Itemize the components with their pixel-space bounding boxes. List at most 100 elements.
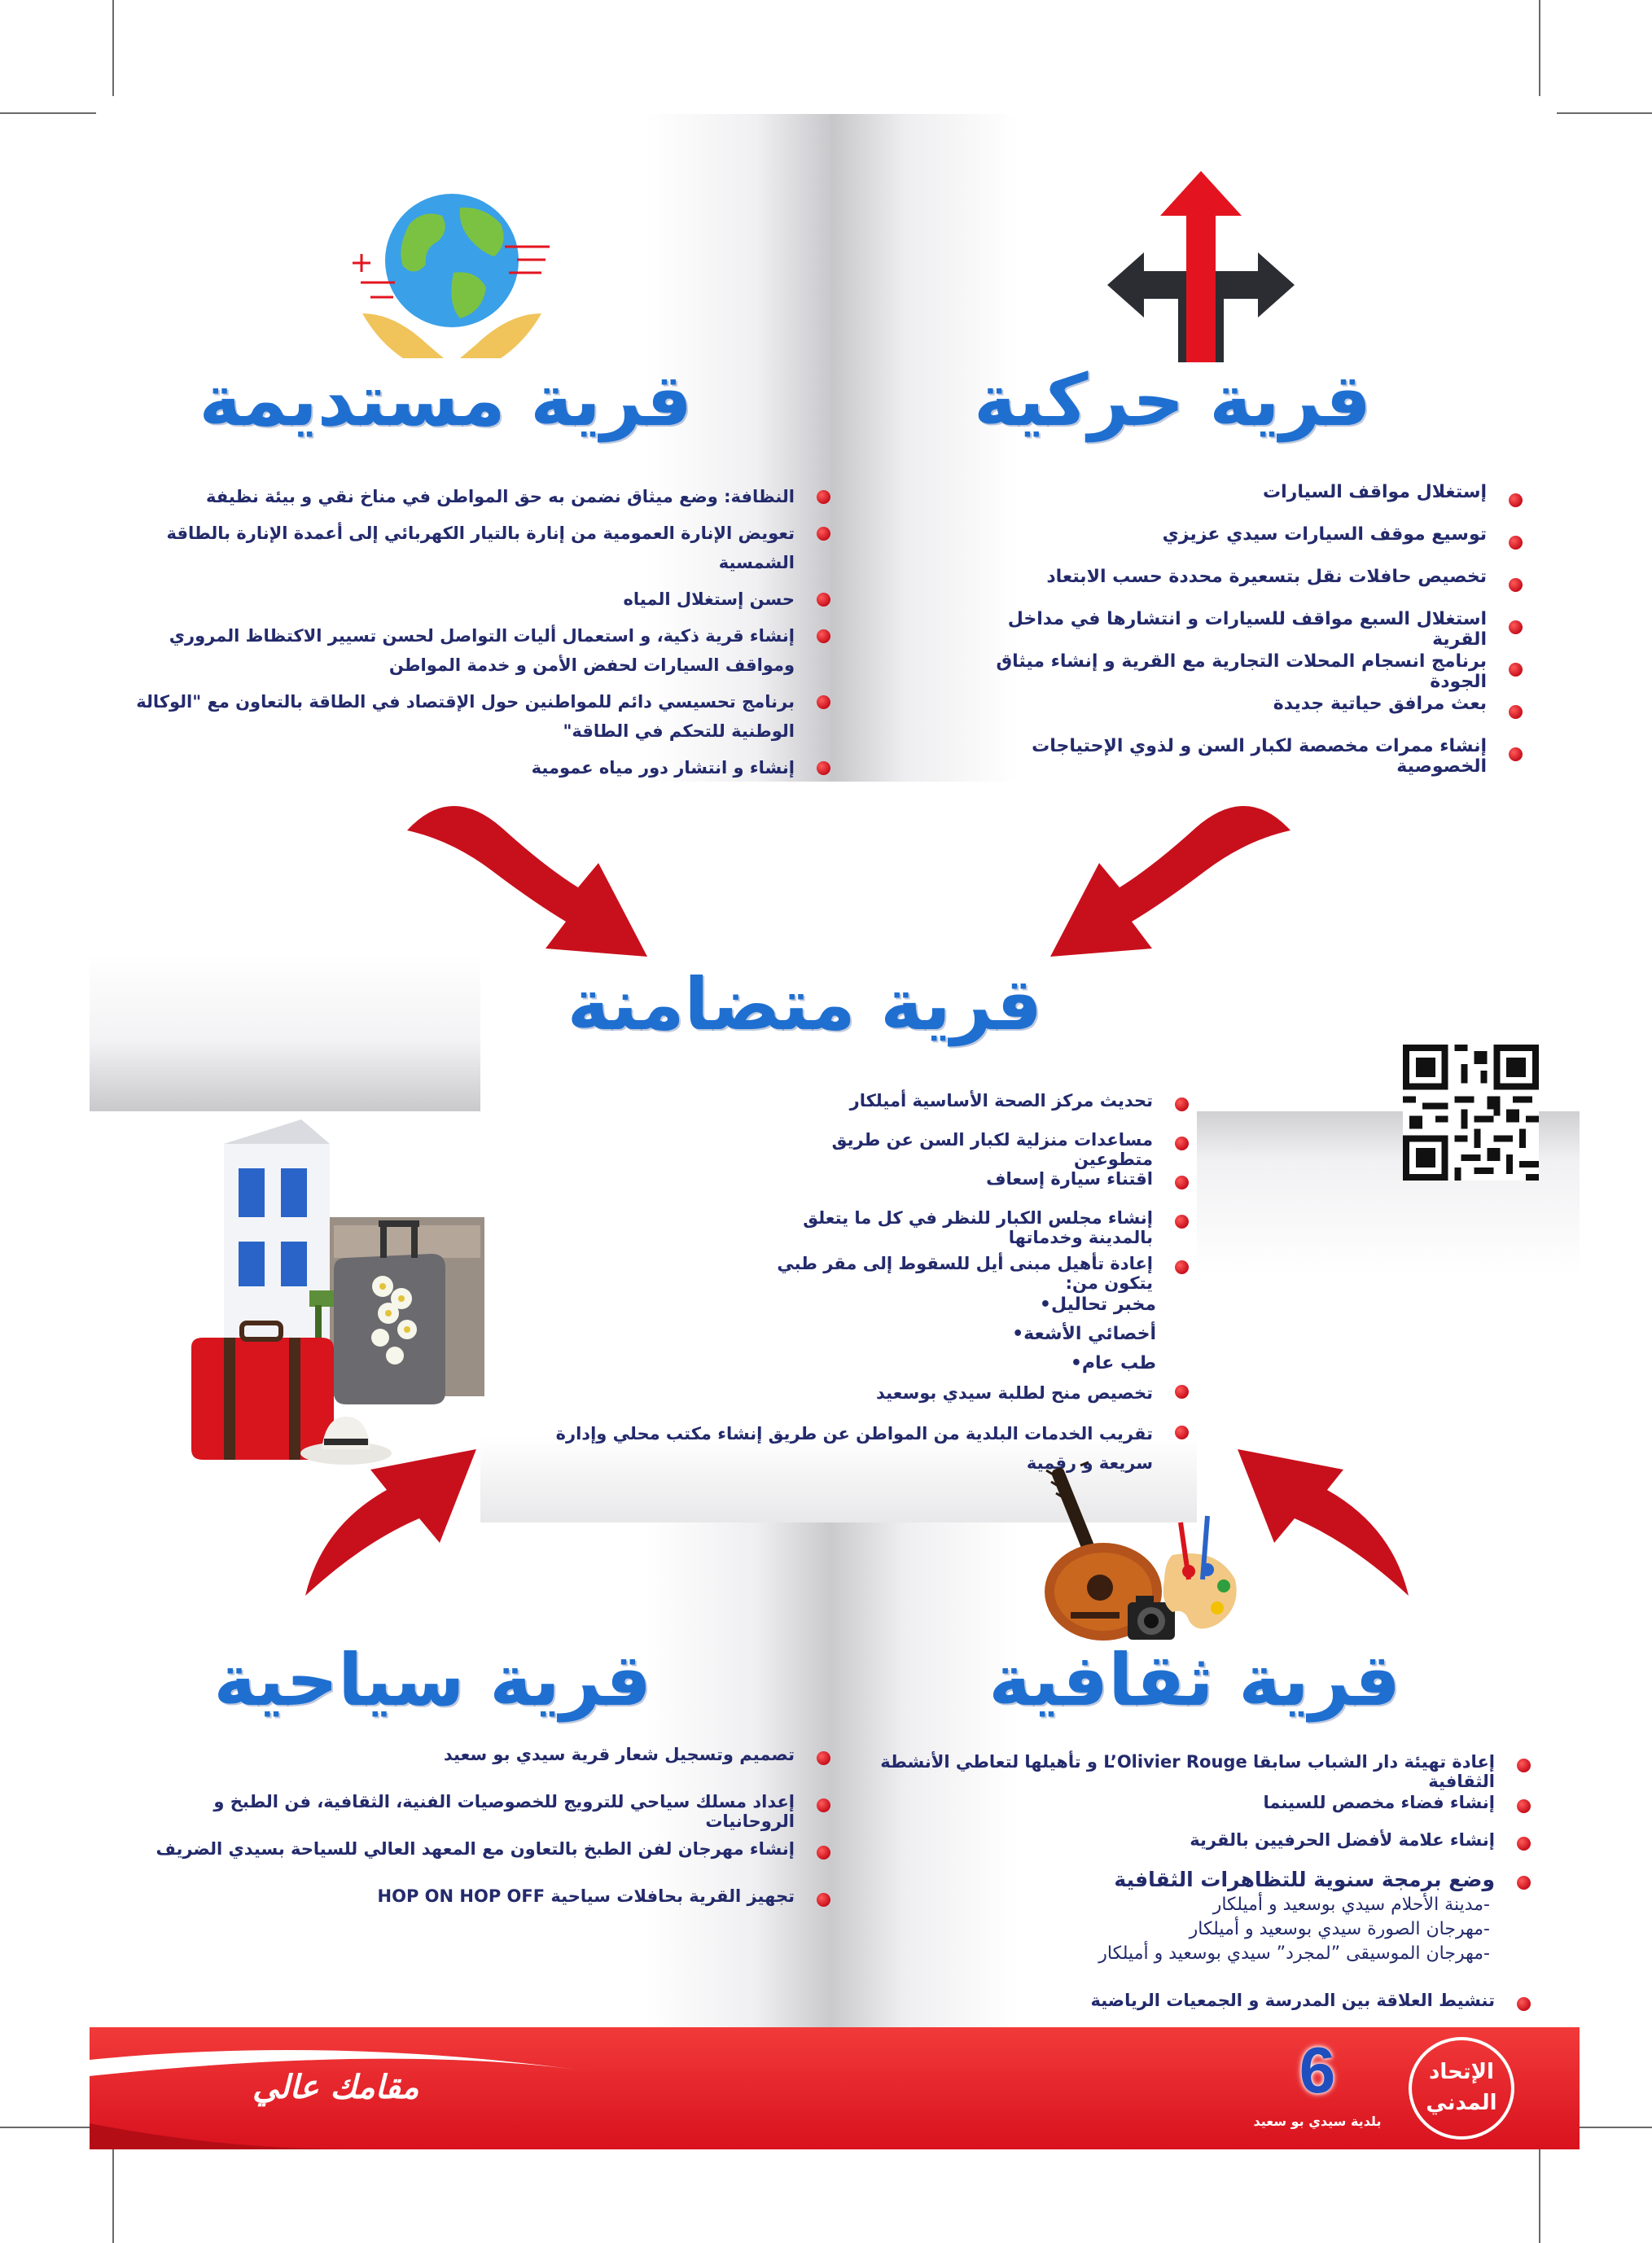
mobility-list: إستغلال مواقف السيارات توسيع موقف السيار… <box>977 482 1523 778</box>
list-item: مساعدات منزلية لكبار السن عن طريق متطوعي… <box>765 1130 1189 1169</box>
list-item: إنشاء و انتشار دور مياه عمومية <box>114 753 830 782</box>
footer-swoosh <box>90 2050 594 2149</box>
bullet-icon <box>1175 1260 1189 1274</box>
crop-mark <box>112 0 114 96</box>
list-item: تجهيز القرية بحافلات سياحية HOP ON HOP O… <box>147 1886 830 1934</box>
oud-camera-palette-icon <box>1045 1461 1237 1641</box>
page-panel <box>480 953 1197 1522</box>
list-item: إنشاء فضاء مخصص للسينما <box>863 1793 1531 1830</box>
arrow-icon <box>407 806 647 957</box>
page-number: 6 <box>1299 2034 1336 2106</box>
mobility-title: قرية حركية <box>973 358 1372 442</box>
culture-list: إعادة تهيئة دار الشباب سابقا L’Olivier R… <box>863 1752 1531 1902</box>
bullet-icon <box>1175 1097 1189 1111</box>
list-item: بعث مرافق حياتية جديدة <box>977 694 1523 736</box>
bullet-icon <box>1509 536 1523 550</box>
bullet-icon <box>1509 620 1523 634</box>
bullet-icon <box>817 629 830 643</box>
bullet-icon <box>1175 1176 1189 1189</box>
list-item: إستغلال مواقف السيارات <box>977 482 1523 524</box>
bullet-icon <box>1517 1997 1531 2011</box>
list-item: إنشاء قرية ذكية، و استعمال أليات التواصل… <box>114 621 830 680</box>
list-item: برنامج تحسيسي دائم للمواطنين حول الإقتصا… <box>114 687 830 746</box>
culture-sub-list: -مدينة الأحلام سيدي بوسعيد و أميلكار -مه… <box>1034 1893 1490 1966</box>
bullet-icon <box>1517 1837 1531 1851</box>
list-item: إنشاء علامة لأفضل الحرفيين بالقرية <box>863 1830 1531 1868</box>
list-item: إعادة تهيئة دار الشباب سابقا L’Olivier R… <box>863 1752 1531 1793</box>
crop-mark <box>112 2149 114 2243</box>
page-caption: بلدية سيدي بو سعيد <box>1253 2114 1382 2129</box>
bullet-icon <box>1509 663 1523 677</box>
sub-item: أخصائي الأشعة• <box>1012 1324 1156 1344</box>
list-item: وضع برمجة سنوية للتظاهرات الثقافية <box>863 1868 1531 1902</box>
arrow-icon <box>1238 1449 1409 1596</box>
crop-mark <box>1557 112 1652 114</box>
footer-bar: مقامك عالي 6 بلدية سيدي بو سعيد الإتحاد … <box>90 2027 1580 2149</box>
list-item: تعويض الإنارة العمومية من إنارة بالتيار … <box>114 519 830 577</box>
bullet-icon <box>817 1846 830 1860</box>
bullet-icon <box>1509 493 1523 507</box>
list-item: إعادة تأهيل مبنى أيل للسقوط إلى مقر طبي … <box>765 1254 1189 1293</box>
crop-mark <box>0 2127 96 2128</box>
crop-mark <box>1539 2149 1540 2243</box>
bullet-icon <box>1175 1385 1189 1399</box>
bullet-icon <box>1517 1759 1531 1772</box>
tourism-title: قرية سياحية <box>213 1638 651 1722</box>
party-logo-line2: المدني <box>1426 2091 1497 2115</box>
list-item: حسن إستغلال المياه <box>114 585 830 614</box>
list-item: إعداد مسلك سياحي للترويج للخصوصيات الفني… <box>147 1792 830 1839</box>
solidarity-list-2: تخصيص منح لطلبة سيدي بوسعيد تقريب الخدما… <box>505 1378 1189 1478</box>
list-item: توسيع موقف السيارات سيدي عزيزي <box>977 524 1523 567</box>
crop-mark <box>0 112 96 114</box>
sustainable-list: النظافة: وضع ميثاق نضمن به حق المواطن في… <box>114 482 830 790</box>
list-item: تقريب الخدمات البلدية من المواطن عن طريق… <box>534 1419 1189 1478</box>
culture-title: قرية ثقافية <box>988 1638 1400 1722</box>
list-item: إنشاء مهرجان لفن الطبخ بالتعاون مع المعه… <box>147 1839 830 1886</box>
page-panel <box>90 1522 830 2027</box>
bullet-icon <box>1175 1215 1189 1229</box>
sub-item: -مهرجان الموسيقى ”لمجرد” سيدي بوسعيد و أ… <box>1098 1943 1490 1964</box>
bullet-icon <box>817 761 830 775</box>
arrow-icon <box>1050 806 1290 957</box>
sub-item: -مهرجان الصورة سيدي بوسعيد و أميلكار <box>1189 1919 1490 1939</box>
bullet-icon <box>817 593 830 607</box>
qr-code <box>1403 1045 1539 1181</box>
bullet-icon <box>817 490 830 504</box>
sub-item: مخبر تحاليل• <box>1039 1295 1156 1315</box>
globe-in-hands-icon <box>353 194 550 358</box>
list-item: تخصيص منح لطلبة سيدي بوسعيد <box>505 1378 1189 1408</box>
bullet-icon <box>817 527 830 541</box>
signature: مقامك عالي <box>252 2068 419 2106</box>
list-item: النظافة: وضع ميثاق نضمن به حق المواطن في… <box>114 482 830 511</box>
crossroads-arrows-icon <box>1107 171 1295 362</box>
sub-item: طب عام• <box>1070 1353 1156 1373</box>
list-item: تخصيص حافلات نقل بتسعيرة محددة حسب الابت… <box>977 567 1523 609</box>
bullet-icon <box>1509 747 1523 761</box>
list-item: استغلال السبع مواقف للسيارات و انتشارها … <box>977 609 1523 651</box>
list-item: تصميم وتسجيل شعار قرية سيدي بو سعيد <box>147 1745 830 1792</box>
culture-list-2: تنشيط العلاقة بين المدرسة و الجمعيات الر… <box>1026 1991 1531 2011</box>
list-item: تنشيط العلاقة بين المدرسة و الجمعيات الر… <box>1026 1991 1531 2011</box>
arrow-icon <box>305 1449 476 1596</box>
bullet-icon <box>817 695 830 709</box>
tourism-list: تصميم وتسجيل شعار قرية سيدي بو سعيد إعدا… <box>147 1745 830 1934</box>
bullet-icon <box>817 1798 830 1812</box>
list-item: برنامج انسجام المحلات التجارية مع القرية… <box>977 651 1523 694</box>
luggage-house-icon <box>191 1119 484 1465</box>
list-item: اقتناء سيارة إسعاف <box>765 1169 1189 1208</box>
party-logo: الإتحاد المدني <box>1409 2037 1514 2140</box>
sustainable-title: قرية مستديمة <box>199 358 692 442</box>
bullet-icon <box>1517 1799 1531 1813</box>
list-item: إنشاء مجلس الكبار للنظر في كل ما يتعلق ب… <box>765 1208 1189 1254</box>
bullet-icon <box>1175 1137 1189 1150</box>
party-logo-line1: الإتحاد <box>1429 2060 1494 2084</box>
sub-item: -مدينة الأحلام سيدي بوسعيد و أميلكار <box>1212 1895 1490 1915</box>
bullet-icon <box>1509 578 1523 592</box>
list-item: تحديث مركز الصحة الأساسية أميلكار <box>765 1091 1189 1130</box>
bullet-icon <box>1517 1876 1531 1890</box>
list-item: إنشاء ممرات مخصصة لكبار السن و لذوي الإح… <box>977 736 1523 778</box>
bullet-icon <box>817 1751 830 1765</box>
solidarity-title: قرية متضامنة <box>567 962 1042 1046</box>
solidarity-list: تحديث مركز الصحة الأساسية أميلكار مساعدا… <box>765 1091 1189 1293</box>
sub-list: مخبر تحاليل• أخصائي الأشعة• طب عام• <box>896 1290 1156 1378</box>
